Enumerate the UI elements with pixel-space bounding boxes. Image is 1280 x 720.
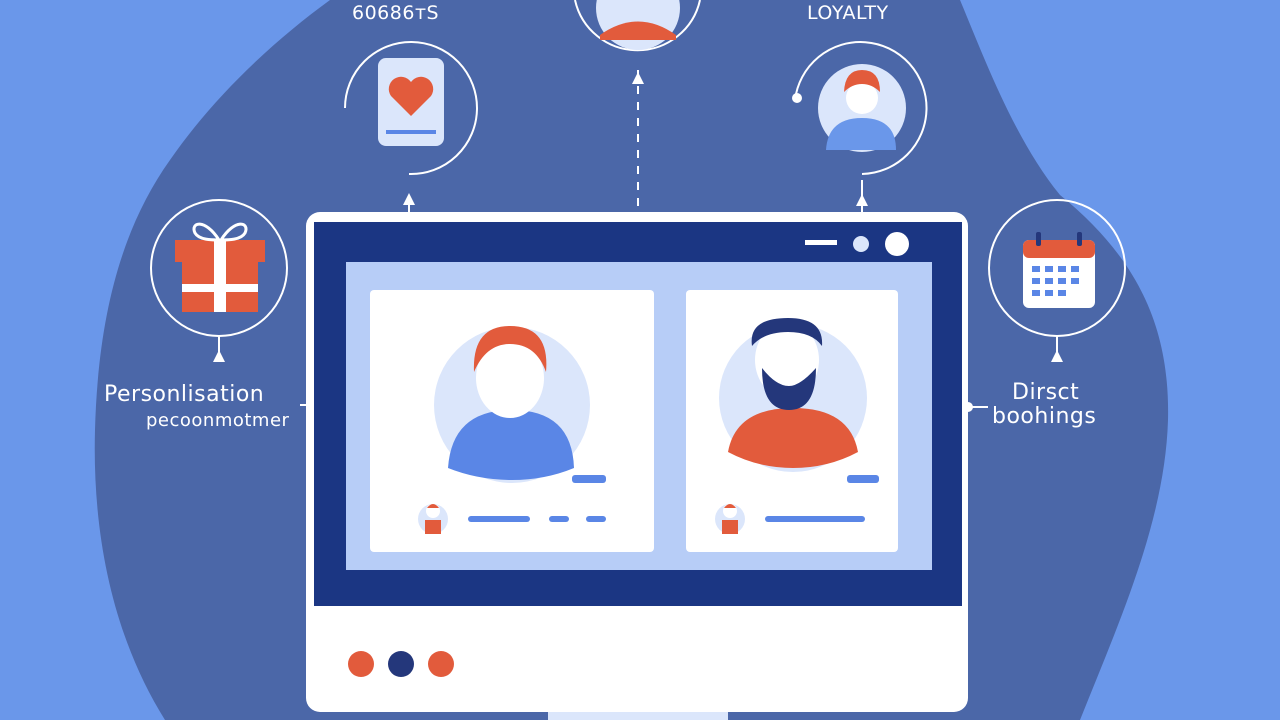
- gift-icon: [150, 199, 288, 337]
- label-personalisation: Personlisation: [104, 382, 265, 407]
- loyalty-user-icon: [792, 41, 928, 175]
- user-avatar-icon: [574, 0, 701, 52]
- calendar-icon: [988, 199, 1126, 337]
- label-top-left: 60686тS: [352, 2, 440, 24]
- label-bookings: boohings: [992, 404, 1097, 429]
- label-personalisation-sub: pecoonmotmer: [146, 410, 290, 431]
- label-loyalty: LOYALTY: [807, 2, 889, 24]
- monitor-dots: [348, 651, 454, 677]
- label-direct: Dirsct: [1012, 380, 1080, 405]
- profile-card-1: [370, 290, 654, 552]
- heart-card-icon: [344, 41, 478, 176]
- profile-card-2: [686, 290, 898, 552]
